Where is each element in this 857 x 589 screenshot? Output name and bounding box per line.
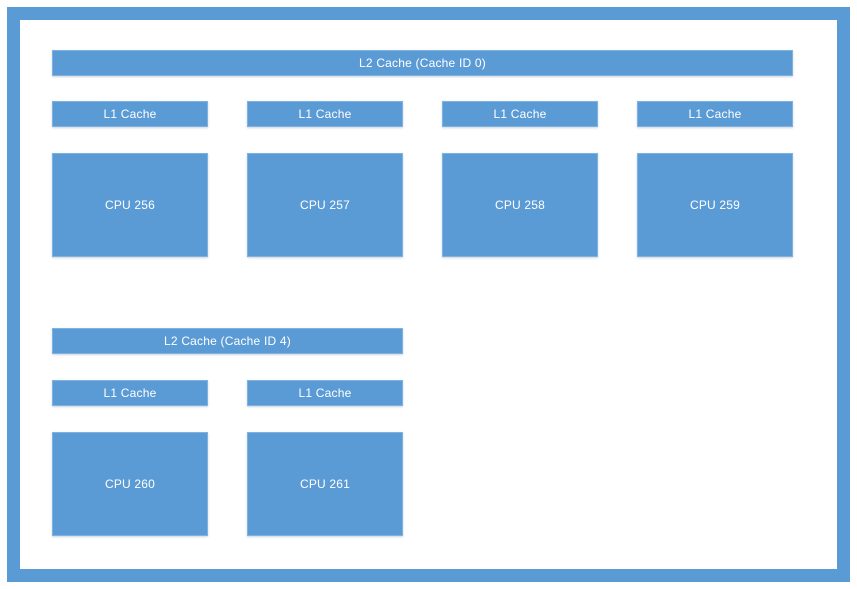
cpu-257-box: CPU 257 [247, 153, 403, 257]
cpu-258-box: CPU 258 [442, 153, 598, 257]
l1-cache-cpu-260: L1 Cache [52, 380, 208, 406]
l1-cache-cpu-258: L1 Cache [442, 101, 598, 127]
cpu-259-box: CPU 259 [637, 153, 793, 257]
l1-cache-cpu-256: L1 Cache [52, 101, 208, 127]
l1-cache-cpu-259: L1 Cache [637, 101, 793, 127]
cpu-260-box: CPU 260 [52, 432, 208, 536]
l2-cache-group-0: L2 Cache (Cache ID 0) [52, 50, 793, 76]
cpu-261-box: CPU 261 [247, 432, 403, 536]
l2-cache-group-4: L2 Cache (Cache ID 4) [52, 328, 403, 354]
l1-cache-cpu-261: L1 Cache [247, 380, 403, 406]
l1-cache-cpu-257: L1 Cache [247, 101, 403, 127]
cpu-256-box: CPU 256 [52, 153, 208, 257]
